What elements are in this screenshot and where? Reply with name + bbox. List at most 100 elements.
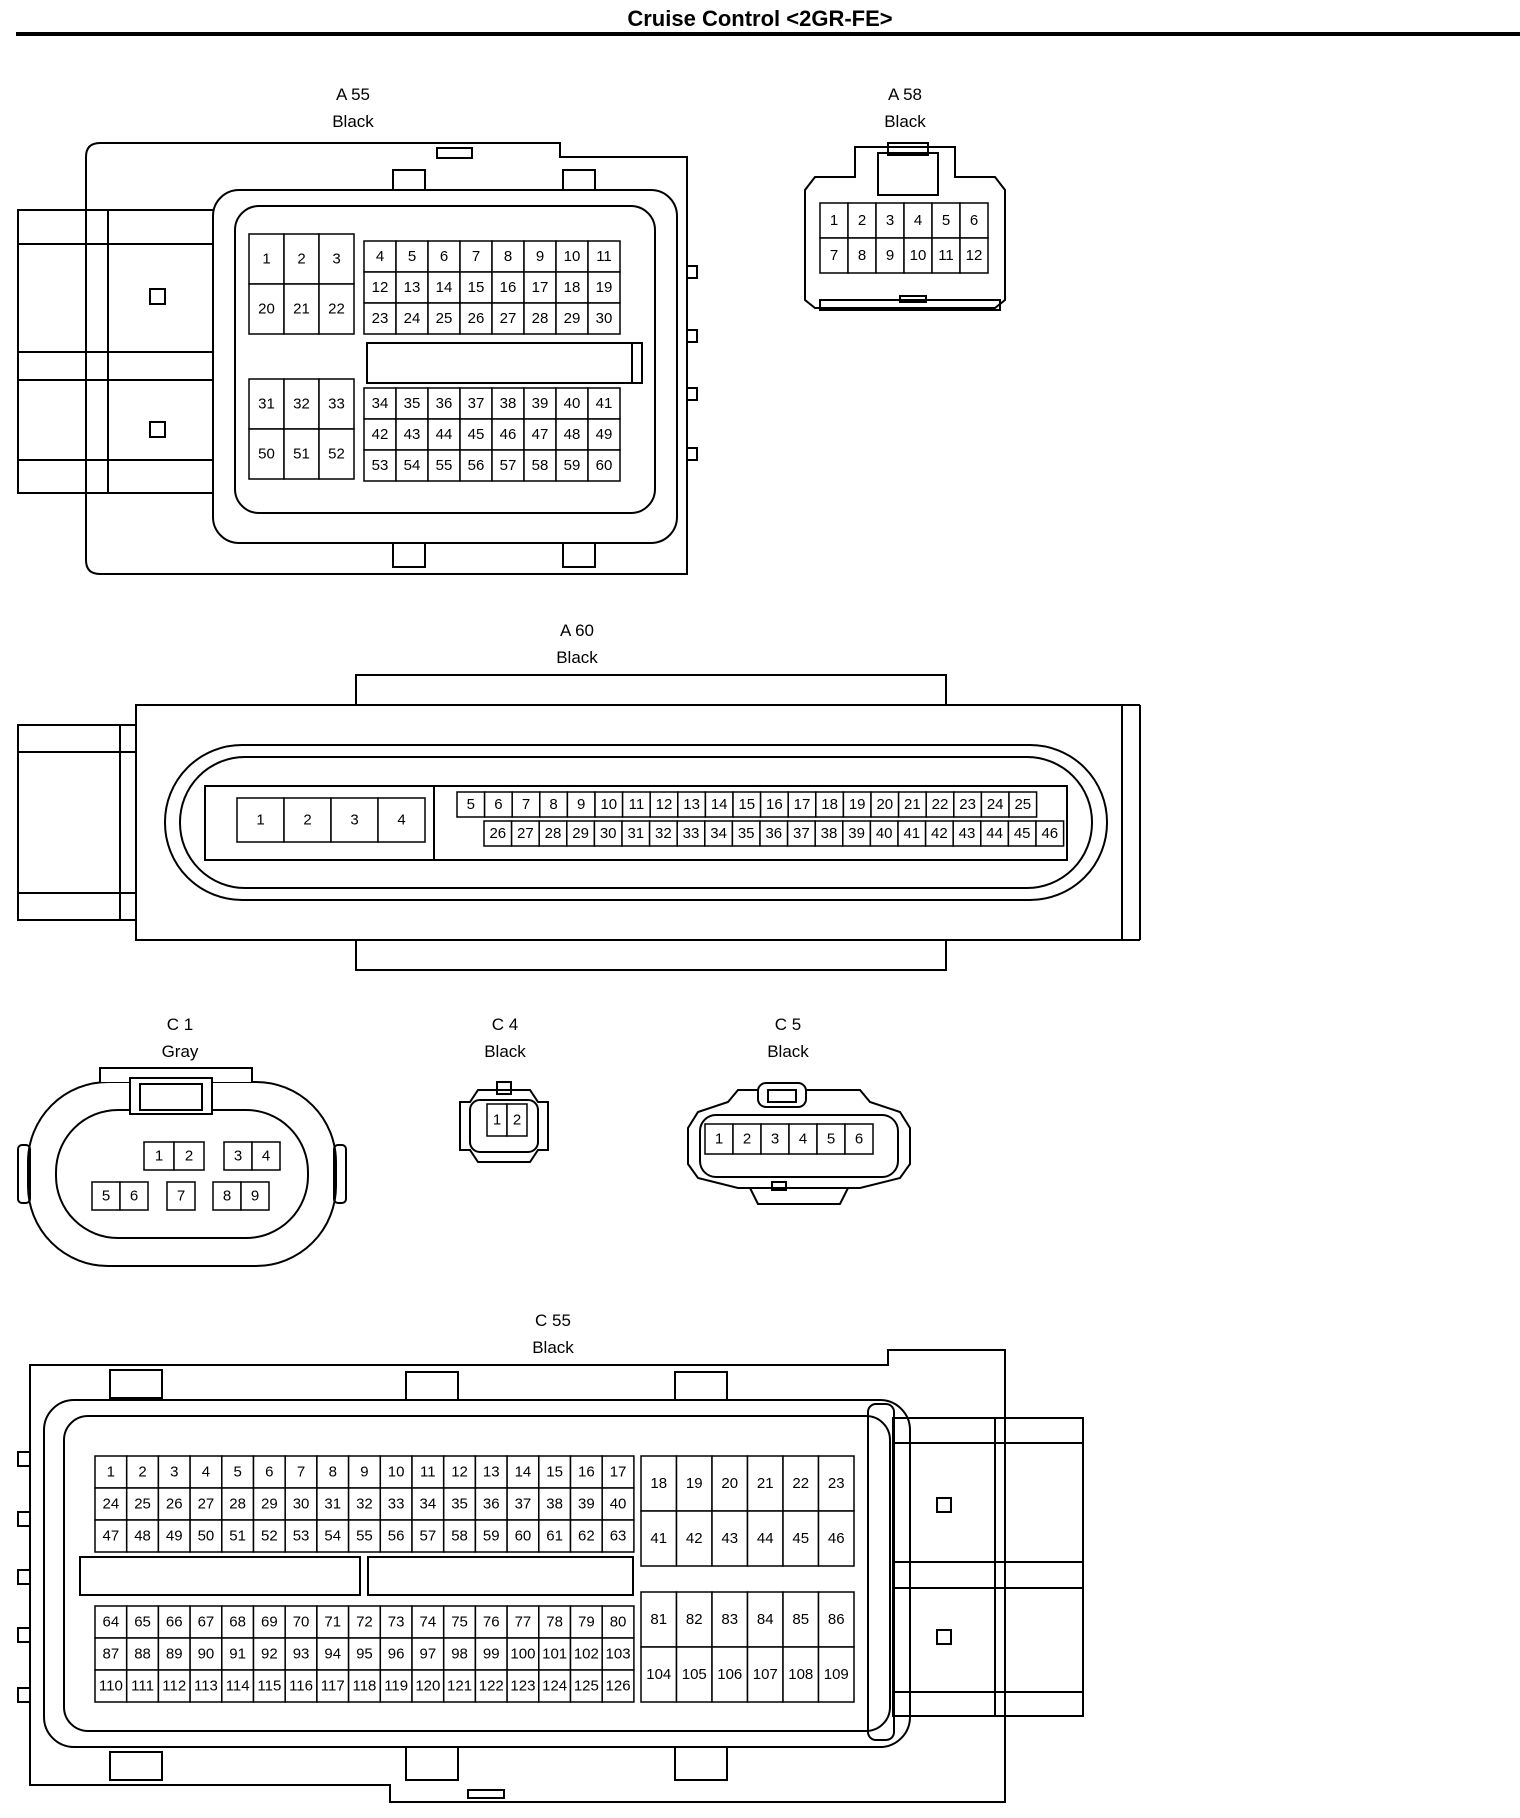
pin-cell <box>711 1455 749 1512</box>
pin-number: 11 <box>596 248 612 265</box>
pin-number: 33 <box>388 1496 405 1513</box>
c4-face <box>469 1099 539 1153</box>
pin-cell <box>125 1605 160 1639</box>
pin-number: 112 <box>162 1678 186 1695</box>
c5-housing <box>687 1089 911 1189</box>
pin-cell <box>474 1519 508 1553</box>
pin-cell <box>474 1605 508 1639</box>
pin-number: 42 <box>686 1530 703 1547</box>
pin-number: 121 <box>447 1678 472 1695</box>
pin-cell <box>125 1519 160 1553</box>
pin-number: 28 <box>545 825 562 842</box>
pin-cell <box>283 283 320 335</box>
a60-bottom-plate <box>355 939 947 971</box>
pin-cell <box>347 1455 382 1489</box>
pin-cell <box>601 1637 635 1671</box>
pin-cell <box>347 1605 382 1639</box>
pin-number: 63 <box>610 1528 627 1545</box>
pin-number: 34 <box>420 1496 437 1513</box>
a60-face-inner <box>179 756 1093 889</box>
pin-cell <box>427 418 461 451</box>
pin-number: 89 <box>166 1646 183 1663</box>
pin-number: 43 <box>721 1530 738 1547</box>
pin-cell <box>491 449 525 482</box>
pin-cell <box>221 1669 255 1703</box>
pin-cell <box>251 1141 281 1171</box>
pin-number: 51 <box>229 1528 246 1545</box>
pin-number: 1 <box>155 1148 163 1165</box>
pin-number: 3 <box>350 812 358 829</box>
pin-number: 126 <box>606 1678 631 1695</box>
pin-cell <box>538 1519 572 1553</box>
pin-cell <box>675 1510 713 1567</box>
connector-id-label: C 1 <box>167 1015 193 1034</box>
connector-color-label: Black <box>767 1042 809 1061</box>
pin-number: 5 <box>102 1188 110 1205</box>
pin-cell <box>318 428 355 480</box>
pin-number: 8 <box>549 796 557 813</box>
pin-cell <box>931 237 961 274</box>
a55-top-key <box>436 147 473 159</box>
pin-cell <box>817 1510 855 1567</box>
pin-cell <box>594 791 624 818</box>
pin-number: 7 <box>522 796 530 813</box>
c55-latch-square <box>936 1629 952 1645</box>
c4-housing <box>459 1089 549 1163</box>
pin-cell <box>223 1141 253 1171</box>
pin-number: 32 <box>293 396 310 413</box>
pin-cell <box>248 428 285 480</box>
pin-cell <box>363 240 397 273</box>
pin-cell <box>506 1455 540 1489</box>
pin-number: 30 <box>600 825 617 842</box>
pin-number: 16 <box>578 1464 595 1481</box>
pin-number: 35 <box>451 1496 468 1513</box>
pin-cell <box>842 791 872 818</box>
pin-number: 18 <box>821 796 838 813</box>
pin-number: 34 <box>710 825 727 842</box>
pin-number: 70 <box>293 1614 310 1631</box>
pin-number: 39 <box>578 1496 595 1513</box>
pin-number: 6 <box>265 1464 273 1481</box>
a55-side-rib <box>686 447 698 461</box>
pin-number: 114 <box>226 1678 250 1695</box>
pin-number: 36 <box>436 395 453 412</box>
pin-number: 55 <box>356 1528 373 1545</box>
pin-number: 31 <box>627 825 644 842</box>
pin-number: 68 <box>229 1614 246 1631</box>
pin-number: 44 <box>757 1530 774 1547</box>
pin-cell <box>377 797 426 843</box>
pin-cell <box>157 1669 191 1703</box>
pin-cell <box>903 202 933 239</box>
pin-number: 19 <box>596 279 613 296</box>
c55-side-rib <box>17 1687 31 1703</box>
pin-number: 94 <box>324 1646 341 1663</box>
pin-number: 125 <box>574 1678 599 1695</box>
pin-number: 59 <box>483 1528 500 1545</box>
pin-number: 16 <box>766 796 783 813</box>
c5-bottom-guide <box>749 1187 849 1205</box>
pin-number: 15 <box>546 1464 563 1481</box>
pin-cell <box>240 1181 270 1211</box>
pin-number: 2 <box>185 1148 193 1165</box>
pin-cell <box>157 1605 191 1639</box>
pin-number: 106 <box>717 1666 742 1683</box>
pin-cell <box>125 1455 160 1489</box>
pin-number: 73 <box>388 1614 405 1631</box>
pin-cell <box>523 240 557 273</box>
pin-number: 5 <box>233 1464 241 1481</box>
pin-number: 42 <box>931 825 948 842</box>
pin-number: 25 <box>436 310 453 327</box>
pin-cell <box>474 1487 508 1521</box>
pin-number: 21 <box>904 796 921 813</box>
pin-cell <box>593 820 623 847</box>
pin-number: 13 <box>683 796 700 813</box>
pin-number: 32 <box>356 1496 373 1513</box>
pin-number: 88 <box>134 1646 151 1663</box>
pin-cell <box>491 418 525 451</box>
pin-cell <box>379 1637 413 1671</box>
pin-number: 57 <box>500 457 517 474</box>
